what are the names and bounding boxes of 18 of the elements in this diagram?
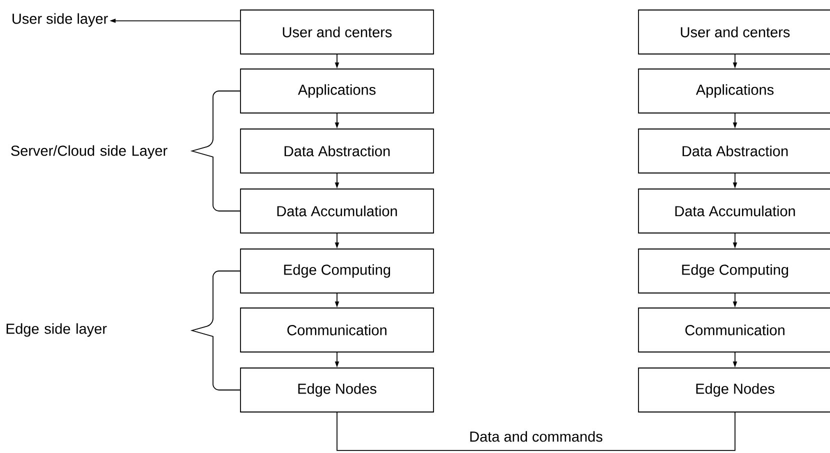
process-box: Data Accumulation bbox=[240, 188, 434, 234]
process-box: Data Abstraction bbox=[638, 128, 830, 174]
layer-label: Edge side layer bbox=[6, 323, 107, 337]
process-box: Edge Computing bbox=[638, 248, 830, 294]
process-box: Edge Nodes bbox=[638, 368, 830, 412]
process-box: User and centers bbox=[638, 10, 830, 54]
process-box: Edge Computing bbox=[240, 248, 434, 294]
process-box: Applications bbox=[638, 68, 830, 114]
process-box: User and centers bbox=[240, 10, 434, 54]
process-box: Data Accumulation bbox=[638, 188, 830, 234]
process-box: Communication bbox=[240, 308, 434, 352]
process-box: Edge Nodes bbox=[240, 368, 434, 412]
edge-label: Data and commands bbox=[470, 431, 602, 442]
layer-label: User side layer bbox=[12, 13, 108, 27]
layer-label: Server/Cloud side Layer bbox=[11, 145, 168, 159]
process-box: Communication bbox=[638, 308, 830, 352]
process-box: Applications bbox=[240, 68, 434, 114]
process-box: Data Abstraction bbox=[240, 128, 434, 174]
